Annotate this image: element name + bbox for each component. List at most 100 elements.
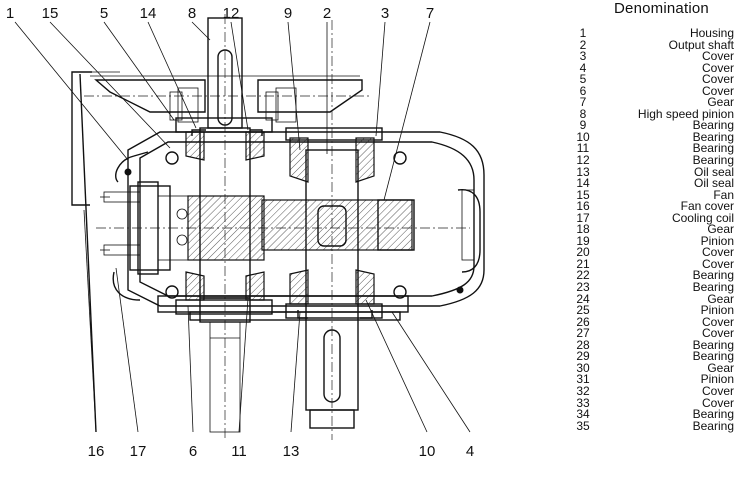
legend-item-name: Fan [713,187,734,202]
legend-item: 11 Bearing [566,143,734,155]
legend-item: 27 Cover [566,326,734,341]
callout-7: 7 [426,5,434,22]
legend-item: 13 Oil seal [566,164,734,179]
legend-item-name: High speed pinion [637,106,734,121]
legend-item-name: Gear [707,360,734,375]
legend-item: 25 Pinion [566,303,734,318]
legend-item-name: Oil seal [693,164,734,179]
legend-item-number: 8 [579,106,587,121]
legend-item-name: Bearing [692,141,734,156]
legend-item-number: 31 [576,372,590,387]
legend-item-name: Pinion [700,303,734,318]
callouts-top: 1 15 5 14 8 12 9 2 3 7 [6,5,434,22]
legend-item-number: 5 [579,72,587,87]
legend-item-number: 17 [576,210,590,225]
legend-item-number: 13 [576,164,590,179]
callout-5: 5 [100,5,108,22]
legend-item-name: Pinion [700,372,734,387]
legend-item: 14 Oil seal [566,176,734,191]
legend-title: Denomination [614,0,709,17]
legend-item-name: Bearing [692,280,734,295]
legend-item-number: 28 [576,337,590,352]
callouts-bottom: 16 17 6 11 13 10 4 [88,443,475,460]
legend-item-name: Fan cover [680,199,734,214]
legend-item: 35 Bearing [566,418,734,433]
legend-item-number: 32 [576,383,590,398]
legend-item-name: Bearing [692,153,734,168]
callout-16: 16 [88,443,105,460]
callout-11: 11 [231,443,247,460]
leader-lines [14,21,471,433]
legend-item-number: 35 [576,418,590,433]
fan-cover [71,71,120,433]
legend-item-name: Oil seal [693,176,734,191]
legend-item-name: Gear [707,95,734,110]
legend-item-number: 29 [576,349,590,364]
legend-item-number: 16 [576,199,590,214]
legend-item-number: 20 [576,245,590,260]
legend-item: 17 Cooling coil [566,210,734,225]
legend-item-name: Bearing [692,407,734,422]
output-shaft [261,20,415,440]
callout-6: 6 [189,443,197,460]
legend-item-name: Bearing [692,118,734,133]
legend-item-name: Housing [689,26,734,40]
fan [84,75,370,123]
legend-item-name: Cover [701,83,734,98]
callout-10: 10 [419,443,436,460]
legend-item-name: Cover [701,72,734,87]
legend-item: 34 Bearing [566,407,734,422]
callout-9: 9 [284,5,292,22]
legend-item-name: Cooling coil [671,210,734,225]
legend-item-number: 14 [576,176,590,191]
legend-item-number: 12 [576,153,590,168]
callout-2: 2 [323,5,331,22]
legend-item-number: 25 [576,303,590,318]
legend-item-number: 2 [579,37,587,52]
legend-item: 31 Pinion [566,374,734,386]
legend-item: 16 Fan cover [566,199,734,214]
legend-item-number: 1 [579,26,587,40]
legend-item-number: 23 [576,280,590,295]
callout-12: 12 [223,5,240,22]
legend-item-name: Output shaft [668,37,734,52]
legend-item-number: 3 [579,49,587,64]
legend-item-name: Bearing [692,129,734,144]
legend-item-name: Pinion [700,233,734,248]
legend-item-number: 27 [576,326,590,341]
legend-item-name: Bearing [692,418,734,433]
legend-item-name: Cover [701,245,734,260]
legend-item-number: 30 [576,360,590,375]
legend-item-number: 26 [576,314,590,329]
callout-8: 8 [188,5,196,22]
legend-item-number: 21 [576,256,590,271]
legend-item-name: Cover [701,395,734,410]
legend-item-number: 11 [576,141,590,156]
legend-item: 23 Bearing [566,280,734,295]
legend-item-name: Bearing [692,268,734,283]
legend-item-name: Cover [701,383,734,398]
callout-1: 1 [6,5,14,22]
bearings [185,131,375,305]
legend-item-number: 4 [579,60,587,75]
legend-item-name: Gear [707,222,734,237]
legend-item-name: Gear [707,291,734,306]
callout-4: 4 [466,443,474,460]
covers [169,91,383,319]
legend-item-name: Cover [701,326,734,341]
legend-item-number: 34 [576,407,590,422]
gearbox-section-drawing: 1 15 5 14 8 12 9 2 3 7 16 17 6 11 13 10 … [6,5,485,460]
legend-item-name: Cover [701,256,734,271]
